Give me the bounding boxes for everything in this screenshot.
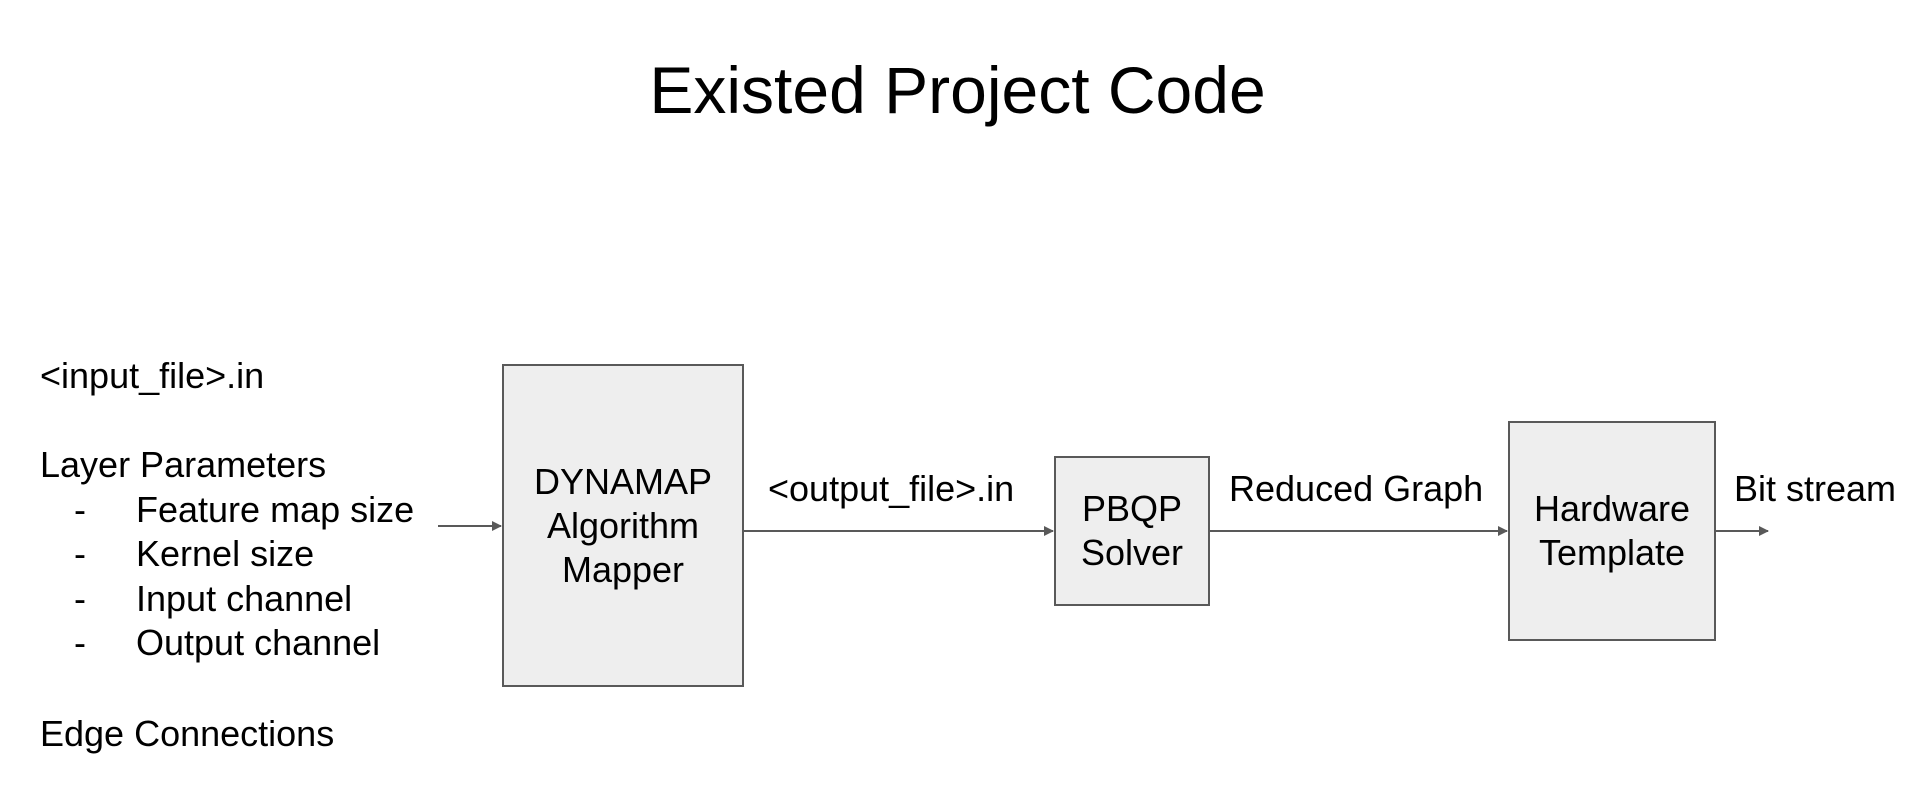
output-file-label: <output_file>.in <box>768 468 1015 509</box>
edge-connections-heading: Edge Connections <box>40 713 335 754</box>
bullet-input-channel: Input channel <box>136 578 353 619</box>
bullet-output-channel: Output channel <box>136 622 381 663</box>
dynamap-mapper-label: DYNAMAP Algorithm Mapper <box>533 460 713 590</box>
layer-parameters-heading: Layer Parameters <box>40 444 327 485</box>
pbqp-solver-box: PBQP Solver <box>1054 456 1210 606</box>
bullet-feature-map-size: Feature map size <box>136 489 415 530</box>
bullet-kernel-size: Kernel size <box>136 533 315 574</box>
bullet-marker: - <box>74 622 86 663</box>
hardware-template-label: Hardware Template <box>1533 488 1691 573</box>
bullet-marker: - <box>74 489 86 530</box>
dynamap-mapper-box: DYNAMAP Algorithm Mapper <box>502 364 744 687</box>
reduced-graph-label: Reduced Graph <box>1229 468 1484 509</box>
pbqp-solver-label: PBQP Solver <box>1080 488 1184 573</box>
bit-stream-label: Bit stream <box>1734 468 1897 509</box>
bullet-marker: - <box>74 578 86 619</box>
input-filename: <input_file>.in <box>40 355 265 396</box>
diagram-title: Existed Project Code <box>649 53 1266 127</box>
bullet-marker: - <box>74 533 86 574</box>
hardware-template-box: Hardware Template <box>1508 421 1716 641</box>
